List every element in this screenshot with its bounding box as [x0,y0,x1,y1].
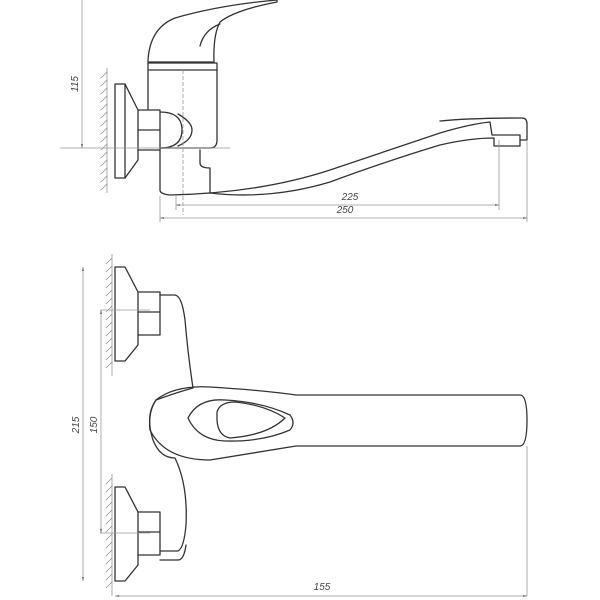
dimension-215: 215 [71,416,82,434]
lever-handle-side [147,0,278,63]
eccentric-top-upper [137,291,161,336]
dimension-250: 250 [336,205,354,216]
lever-handle-top [148,386,528,461]
top-view: 215 150 155 [71,254,528,597]
dimension-150: 150 [89,416,100,433]
side-view: 115 225 250 [60,0,528,222]
eccentric-top-lower [137,511,161,556]
wall-hatch-side [100,68,108,193]
lever-grip-top [187,399,294,442]
spout-side [159,121,521,196]
dimension-155: 155 [314,582,331,593]
wall-flange-side [114,83,139,179]
faucet-body-side [147,62,218,149]
wall-flange-top-lower [114,486,139,582]
wall-hatch-top [105,254,113,596]
wall-flange-top-upper [114,266,139,362]
dimension-115: 115 [70,76,81,92]
dimension-225: 225 [341,192,359,203]
